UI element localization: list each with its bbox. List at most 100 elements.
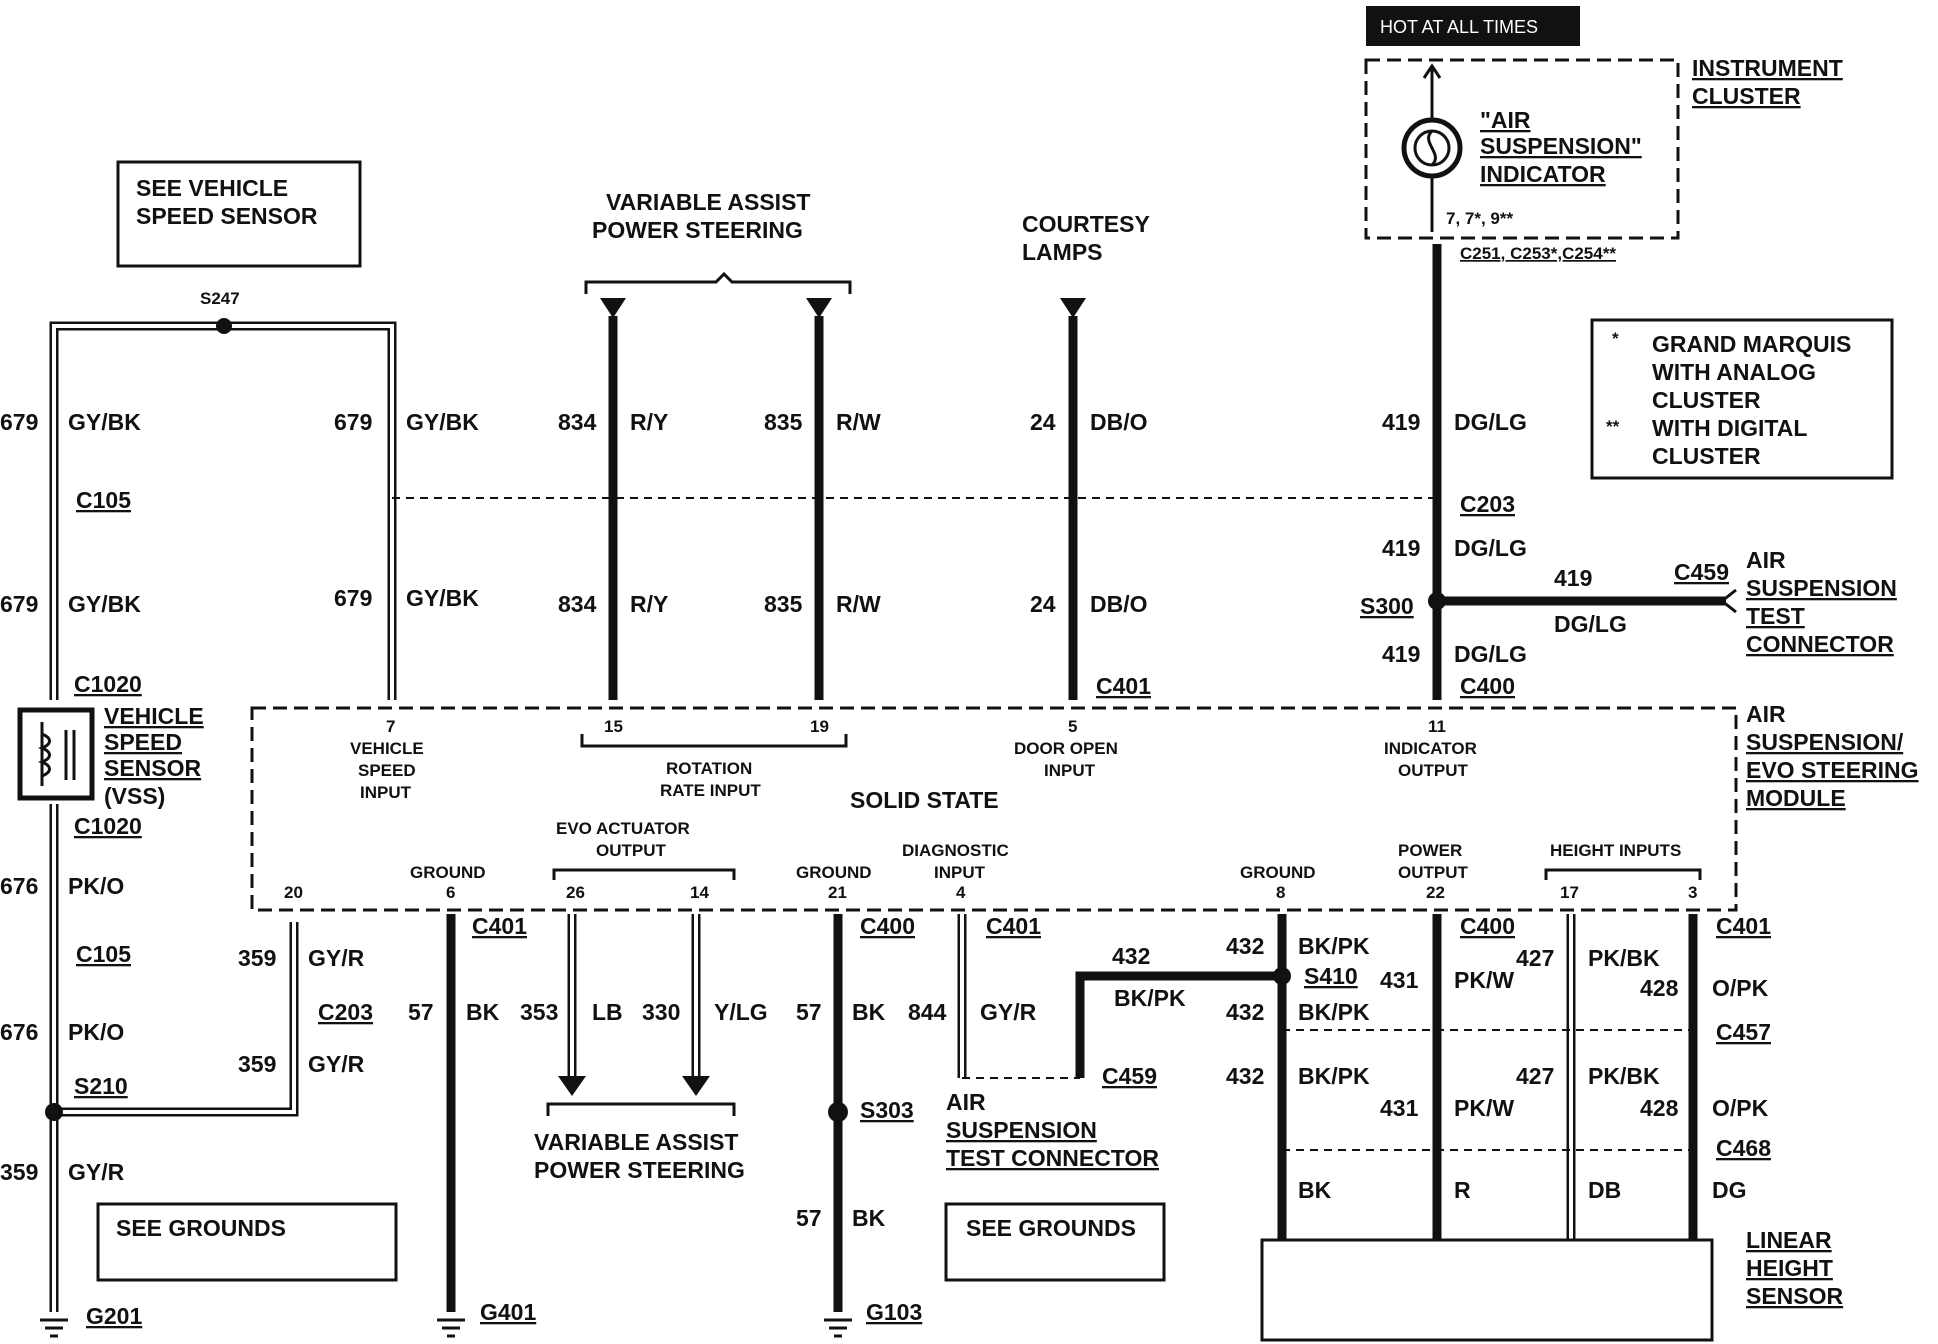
see-vss-box <box>116 160 362 268</box>
legend-2-line-1: WITH DIGITAL <box>1652 415 1807 441</box>
indicator-arrow-top <box>1422 63 1442 79</box>
wire-676-2-num: 676 <box>0 1019 38 1045</box>
see-grounds-left-box <box>96 1202 398 1282</box>
pin-5-desc-2: INPUT <box>1044 761 1096 780</box>
wire-428-1-num: 428 <box>1640 975 1679 1001</box>
wire-679-l1-color: GY/BK <box>68 409 141 435</box>
air-test-right-4: CONNECTOR <box>1746 631 1894 657</box>
splice-s303-dot <box>828 1102 848 1122</box>
indicator-label-3: INDICATOR <box>1480 161 1606 187</box>
pin-22-desc-1: POWER <box>1398 841 1462 860</box>
pin-3: 3 <box>1688 883 1697 902</box>
legend-1-line-2: WITH ANALOG <box>1652 359 1816 385</box>
wire-679-l2-color: GY/BK <box>68 591 141 617</box>
pin-6-desc: GROUND <box>410 863 486 882</box>
vas-top-brace <box>584 271 852 294</box>
splice-s210-dot <box>45 1103 63 1121</box>
conn-c457: C457 <box>1716 1019 1771 1045</box>
arrow-835 <box>806 298 832 318</box>
pin-21-desc: GROUND <box>796 863 872 882</box>
pin-7-desc-3: INPUT <box>360 783 412 802</box>
conn-c1020a: C1020 <box>74 671 142 697</box>
wire-419-3-num: 419 <box>1382 641 1420 667</box>
splice-s247-dot <box>216 318 232 334</box>
wire-57-3-color: BK <box>852 1205 886 1231</box>
wire-835-2-color: R/W <box>836 591 881 617</box>
conn-c401c: C401 <box>986 913 1041 939</box>
splice-s247: S247 <box>200 289 240 308</box>
air-test-bottom-1: AIR <box>946 1089 986 1115</box>
wire-432-1-color: BK/PK <box>1298 933 1370 959</box>
height-brace <box>1544 868 1702 880</box>
wire-419-h-num: 419 <box>1554 565 1592 591</box>
splice-s300: S300 <box>1360 593 1414 619</box>
module-label-2: SUSPENSION/ <box>1746 729 1904 755</box>
instrument-cluster-label-2: CLUSTER <box>1692 83 1801 109</box>
wire-679-r1-color: GY/BK <box>406 409 479 435</box>
module-label-4: MODULE <box>1746 785 1846 811</box>
wire-432-h-color: BK/PK <box>1114 985 1186 1011</box>
wire-679-loop-inner <box>52 324 394 700</box>
vas-bottom-line-1: VARIABLE ASSIST <box>534 1129 738 1155</box>
wire-419-2-num: 419 <box>1382 535 1420 561</box>
indicator-label-1: "AIR <box>1480 107 1531 133</box>
conn-c459b: C459 <box>1102 1063 1157 1089</box>
wire-57-3-num: 57 <box>796 1205 822 1231</box>
linear-height-sensor <box>1260 1238 1714 1342</box>
wire-427-1-color: PK/BK <box>1588 945 1660 971</box>
wire-431-1-color: PK/W <box>1454 967 1514 993</box>
wire-676-1-color: PK/O <box>68 873 124 899</box>
ground-g401-icon <box>437 1318 465 1338</box>
pin-11: 11 <box>1428 717 1446 736</box>
wire-419-2-color: DG/LG <box>1454 535 1527 561</box>
wire-24-2-color: DB/O <box>1090 591 1148 617</box>
wire-330-num: 330 <box>642 999 680 1025</box>
module-center-label: SOLID STATE <box>850 787 999 813</box>
conn-c459a-icon <box>1719 588 1737 614</box>
air-test-right-3: TEST <box>1746 603 1805 629</box>
conn-c1020b: C1020 <box>74 813 142 839</box>
sensor-color-dg: DG <box>1712 1177 1747 1203</box>
pin-26: 26 <box>566 883 585 902</box>
wire-431-2-num: 431 <box>1380 1095 1419 1121</box>
conn-c401a: C401 <box>1096 673 1151 699</box>
wire-359-3-color: GY/R <box>308 1051 365 1077</box>
rotation-desc-1: ROTATION <box>666 759 752 778</box>
wire-419-1-color: DG/LG <box>1454 409 1527 435</box>
wire-419-3-color: DG/LG <box>1454 641 1527 667</box>
sensor-color-db: DB <box>1588 1177 1621 1203</box>
wire-57-1-color: BK <box>466 999 500 1025</box>
arrow-330 <box>682 1076 710 1096</box>
conn-c468: C468 <box>1716 1135 1771 1161</box>
courtesy-line-2: LAMPS <box>1022 239 1103 265</box>
legend-mark-1: * <box>1612 329 1619 348</box>
conn-c401d: C401 <box>1716 913 1771 939</box>
vas-bottom-line-2: POWER STEERING <box>534 1157 745 1183</box>
pin-8: 8 <box>1276 883 1285 902</box>
wire-432-h-num: 432 <box>1112 943 1150 969</box>
wire-431-2-color: PK/W <box>1454 1095 1514 1121</box>
instrument-cluster-label-1: INSTRUMENT <box>1692 55 1843 81</box>
wire-432-2-color: BK/PK <box>1298 999 1370 1025</box>
pin-8-desc: GROUND <box>1240 863 1316 882</box>
rotation-desc-2: RATE INPUT <box>660 781 761 800</box>
pin-5: 5 <box>1068 717 1077 736</box>
ground-g201: G201 <box>86 1303 142 1329</box>
pin-14: 14 <box>690 883 709 902</box>
wire-679-l2-num: 679 <box>0 591 38 617</box>
wire-419-1-num: 419 <box>1382 409 1420 435</box>
conn-c203b: C203 <box>1460 491 1515 517</box>
rotation-brace <box>580 734 848 748</box>
evo-desc-2: OUTPUT <box>596 841 667 860</box>
conn-c105b: C105 <box>76 941 131 967</box>
vss-label-4: (VSS) <box>104 783 165 809</box>
courtesy-line-1: COURTESY <box>1022 211 1150 237</box>
wire-24-1-color: DB/O <box>1090 409 1148 435</box>
legend-1-line-1: GRAND MARQUIS <box>1652 331 1851 357</box>
arrow-834 <box>600 298 626 318</box>
wire-24-1-num: 24 <box>1030 409 1056 435</box>
module-label-1: AIR <box>1746 701 1786 727</box>
evo-brace <box>552 868 736 880</box>
wire-676-1-num: 676 <box>0 873 38 899</box>
